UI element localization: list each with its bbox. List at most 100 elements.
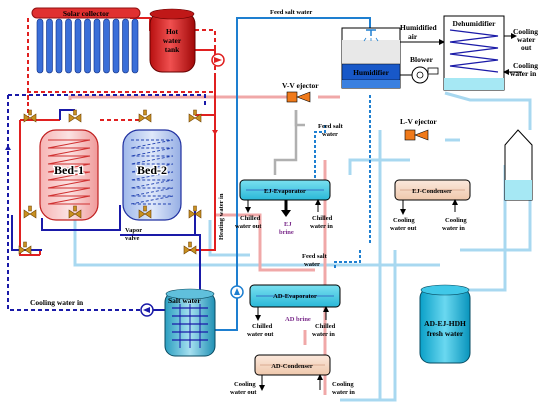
solar-tube [55, 18, 63, 74]
adc-cooling-out-1: Cooling [234, 381, 256, 388]
humidified-air-label-2: air [408, 32, 418, 41]
ejc-cooling-out-2: water out [390, 225, 417, 232]
fresh-water-label-1: AD-EJ-HDH [424, 319, 466, 328]
fresh-water-label-2: fresh water [427, 329, 464, 338]
bed1-label: Bed-1 [54, 163, 84, 177]
ej-chilled-in-2: water in [310, 223, 333, 230]
solar-tube [84, 18, 91, 74]
separator-tank [504, 129, 533, 201]
valve-icon [23, 205, 37, 219]
cooling-water-out-right-2: water [517, 35, 536, 44]
fresh-water-tank: AD-EJ-HDH fresh water [419, 284, 471, 364]
adc-cooling-out-2: water out [230, 389, 257, 396]
ej-evaporator-label: EJ-Evaporator [264, 188, 306, 195]
ej-chilled-out-1: Chilled [240, 215, 261, 222]
valve-icon [68, 205, 82, 219]
bed2-label: Bed-2 [137, 163, 167, 177]
bed-1: Bed-1 [39, 129, 99, 221]
valves [18, 109, 202, 255]
valve-icon [188, 109, 202, 123]
ejc-cooling-out-1: Cooling [393, 217, 415, 224]
heating-water-in-label: Heating water in [218, 193, 225, 240]
humidifier-label: Humidifier [353, 68, 390, 77]
valve-icon [138, 205, 152, 219]
ad-chilled-out-2: water out [247, 331, 274, 338]
pump-cooling [140, 303, 154, 317]
ej-chilled-out-2: water out [235, 223, 262, 230]
valve-icon [18, 241, 32, 255]
feed-salt-water-mid-1: Feed salt [318, 123, 344, 130]
spray-nozzle-icon [363, 29, 379, 42]
ejc-cooling-in-2: water in [442, 225, 465, 232]
ad-chilled-out-1: Chilled [252, 323, 273, 330]
grey-pipes [273, 110, 305, 175]
ad-evaporator-label: AD-Evaporator [273, 293, 317, 300]
solar-tube [36, 18, 44, 74]
ad-chilled-in-2: water in [312, 331, 335, 338]
ejc-cooling-in-1: Cooling [445, 217, 467, 224]
cooling-water-out-right-3: out [521, 43, 532, 52]
bed-2: Bed-2 [122, 129, 182, 221]
ej-condenser-label: EJ-Condenser [412, 188, 452, 195]
salt-water-tank [164, 288, 216, 357]
pump-hot [211, 53, 225, 67]
pump-feed [230, 285, 244, 299]
ad-evaporator: AD-Evaporator [249, 284, 341, 308]
solar-tube [112, 18, 120, 74]
solar-tube [65, 18, 72, 74]
feed-salt-water-low-2: water [304, 261, 320, 268]
ej-evaporator: EJ-Evaporator [239, 179, 331, 201]
valve-icon [23, 109, 37, 123]
dehumidifier-label: Dehumidifier [453, 19, 497, 28]
humidified-air-label-1: Humidified [400, 23, 438, 32]
solar-tube [46, 18, 53, 74]
adc-cooling-in-1: Cooling [332, 381, 354, 388]
solar-tube [103, 18, 110, 74]
blower [400, 66, 439, 84]
solar-tube [131, 18, 139, 74]
vv-ejector-label: V-V ejector [282, 81, 319, 90]
feed-salt-water-mid-2: water [322, 131, 338, 138]
feed-salt-water-low-1: Feed salt [302, 253, 328, 260]
solar-tube [122, 18, 129, 74]
vv-ejector [286, 91, 311, 103]
feed-salt-water-line [215, 17, 371, 331]
ej-brine-1: EJ [284, 221, 292, 228]
cooling-water-loop [7, 94, 206, 311]
solar-tubes [36, 18, 139, 74]
hot-water-tank-label-3: tank [165, 45, 180, 54]
cooling-water-in-left-label: Cooling water in [30, 298, 84, 307]
cooling-water-in-right-1: Cooling [513, 61, 538, 70]
ej-brine-2: brine [279, 229, 294, 236]
solar-tube [74, 18, 82, 74]
solar-collector: Solar collector [31, 7, 141, 74]
hot-water-tank-label-2: water [163, 36, 182, 45]
salt-water-label: Salt water [168, 296, 201, 305]
valve-icon [68, 109, 82, 123]
solar-tube [93, 18, 101, 74]
dehumidifier: Dehumidifier [443, 15, 505, 91]
lv-ejector [404, 129, 429, 141]
vapor-valve-label-2: valve [125, 235, 140, 242]
ej-chilled-in-1: Chilled [312, 215, 333, 222]
valve-icon [138, 109, 152, 123]
ej-condenser: EJ-Condenser [394, 179, 471, 201]
lv-ejector-label: L-V ejector [400, 117, 437, 126]
valve-icon [188, 205, 202, 219]
light-blue-pipes [73, 91, 532, 402]
blower-label: Blower [410, 55, 434, 64]
ad-brine-label: AD brine [285, 316, 311, 323]
humidifier: Humidifier [341, 27, 401, 89]
hot-water-tank: Hot water tank [149, 8, 196, 73]
valve-icon [183, 241, 197, 255]
ad-condenser-label: AD-Condenser [271, 363, 313, 370]
solar-collector-label: Solar collector [63, 9, 110, 18]
cooling-water-in-right-2: water in [510, 69, 537, 78]
vapor-valve-label-1: Vapor [125, 227, 142, 234]
hot-water-tank-label-1: Hot [166, 27, 179, 36]
adc-cooling-in-2: water in [332, 389, 355, 396]
feed-salt-water-top-label: Feed salt water [270, 9, 312, 16]
cooling-water-out-right-1: Cooling [513, 27, 538, 36]
ad-condenser: AD-Condenser [254, 354, 331, 376]
